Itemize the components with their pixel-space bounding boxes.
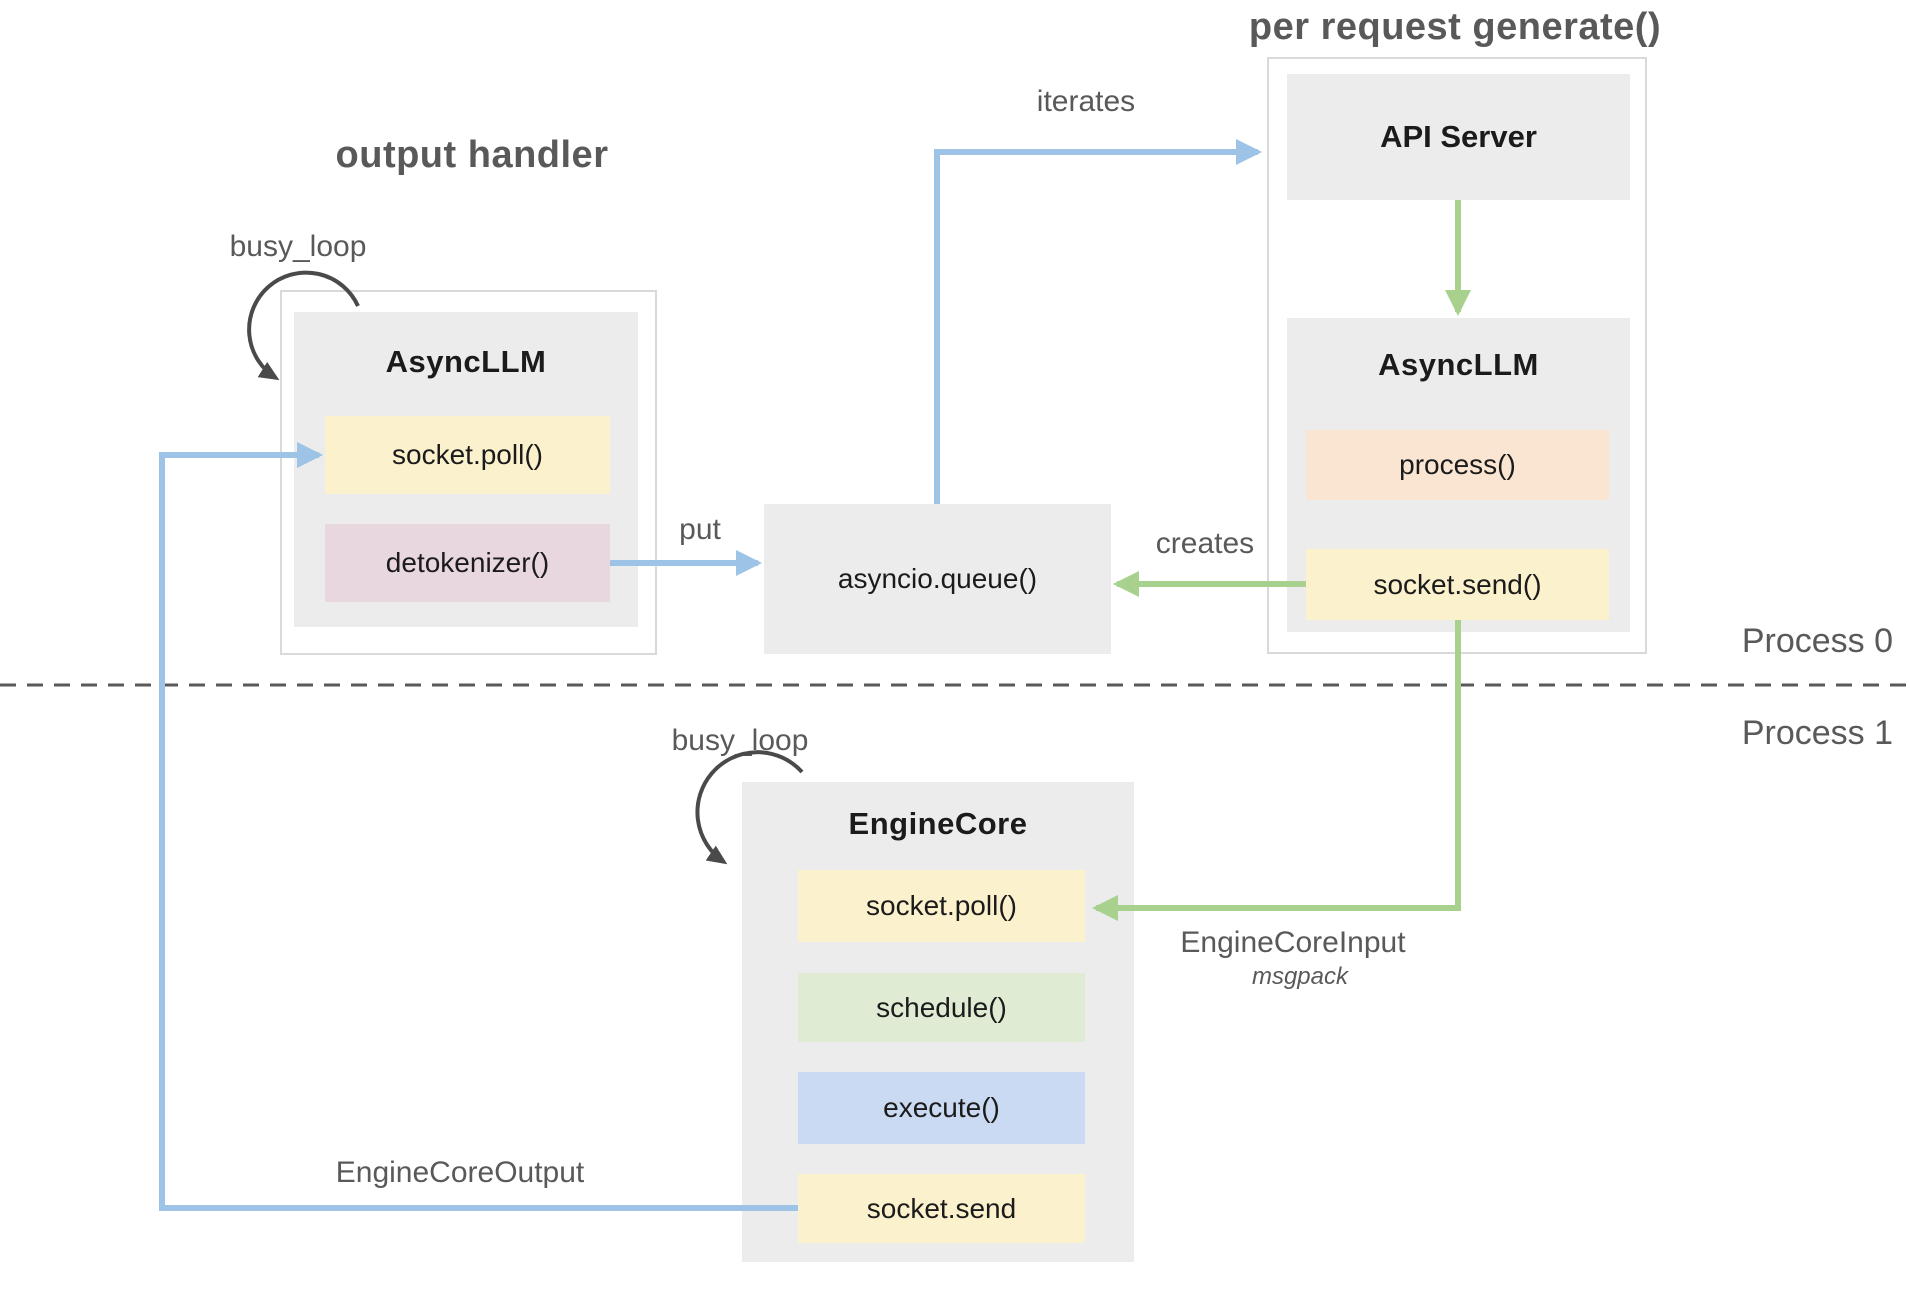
engine-socket-send-box: socket.send bbox=[798, 1174, 1085, 1243]
api-server-box: API Server bbox=[1287, 74, 1630, 200]
async-llm-request-title: AsyncLLM bbox=[1378, 347, 1539, 382]
detokenizer-box: detokenizer() bbox=[325, 524, 610, 602]
engine-core-title: EngineCore bbox=[848, 806, 1028, 841]
process-box: process() bbox=[1306, 430, 1609, 500]
schedule-box: schedule() bbox=[798, 973, 1085, 1042]
per-request-generate-title: per request generate() bbox=[1248, 6, 1662, 48]
execute-box: execute() bbox=[798, 1072, 1085, 1144]
put-label: put bbox=[679, 513, 721, 546]
busy-loop-label-left: busy_loop bbox=[229, 230, 367, 263]
asyncio-queue-box: asyncio.queue() bbox=[764, 504, 1111, 654]
output-socket-poll-box: socket.poll() bbox=[325, 416, 610, 494]
engine-socket-poll-box: socket.poll() bbox=[798, 870, 1085, 942]
iterates-label: iterates bbox=[1036, 85, 1136, 118]
creates-label: creates bbox=[1155, 527, 1255, 560]
iterates-arrow bbox=[934, 139, 1262, 504]
output-handler-title: output handler bbox=[335, 134, 609, 176]
async-llm-output-title: AsyncLLM bbox=[385, 344, 547, 379]
request-socket-send-box: socket.send() bbox=[1306, 549, 1609, 620]
process-0-label: Process 0 bbox=[1741, 622, 1893, 660]
engine-core-input-arrow bbox=[1092, 620, 1461, 921]
engine-core-output-label: EngineCoreOutput bbox=[335, 1156, 585, 1189]
process-1-label: Process 1 bbox=[1741, 714, 1893, 752]
engine-core-input-label: EngineCoreInput bbox=[1180, 926, 1406, 959]
engine-core-input-format-label: msgpack bbox=[1251, 963, 1349, 990]
busy-loop-label-bottom: busy_loop bbox=[671, 724, 809, 757]
